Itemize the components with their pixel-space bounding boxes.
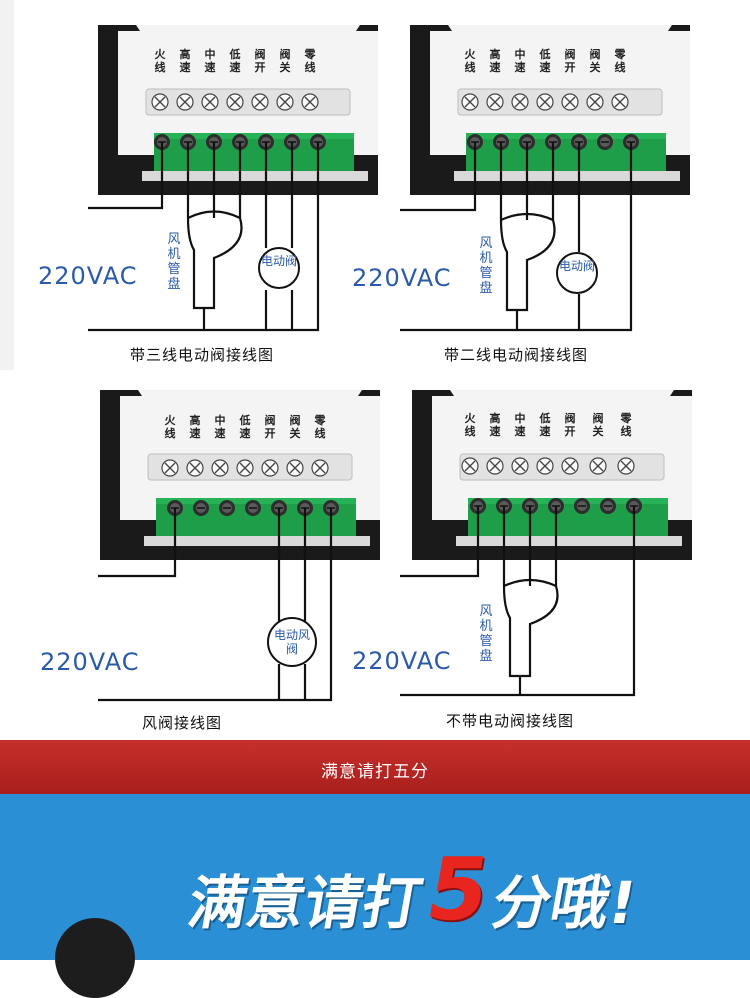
panel-2-voltage-label: 220VAC [352,264,452,292]
terminal-label-valve-open: 阀开 [254,48,266,74]
terminal-label-valve-close: 阀关 [592,412,604,438]
panel-4-voltage-label: 220VAC [352,647,452,675]
wiring-diagrams [88,24,693,702]
panel-4-diagram [400,389,693,697]
terminal-label-low: 低速 [539,412,551,438]
panel-3-caption: 风阀接线图 [142,714,223,732]
panel-2-fan-coil-label: 风机管盘 [479,236,493,296]
terminal-label-mid: 中速 [514,412,526,438]
terminal-label-neutral: 零线 [314,414,326,440]
slogan: 满意请打5分哦! [183,840,641,940]
slogan-number: 5 [419,840,497,940]
panel-3-diagram [98,389,381,702]
terminal-label-valve-close: 阀关 [279,48,291,74]
terminal-label-neutral: 零线 [620,412,632,438]
terminal-label-neutral: 零线 [614,48,626,74]
panel-2-diagram [400,24,691,332]
terminal-label-low: 低速 [539,48,551,74]
terminal-label-high: 高速 [489,412,501,438]
terminal-label-high: 高速 [189,414,201,440]
terminal-label-valve-close: 阀关 [289,414,301,440]
terminal-label-valve-open: 阀开 [564,48,576,74]
terminal-label-live: 火线 [464,48,476,74]
terminal-label-low: 低速 [229,48,241,74]
panel-1-voltage-label: 220VAC [38,262,138,290]
panel-1-fan-coil-label: 风机管盘 [167,232,181,292]
panel-4-fan-coil-label: 风机管盘 [479,604,493,664]
terminal-label-live: 火线 [154,48,166,74]
terminal-label-valve-open: 阀开 [264,414,276,440]
slogan-part-2: 分哦! [486,869,642,937]
terminal-label-mid: 中速 [214,414,226,440]
terminal-label-high: 高速 [489,48,501,74]
terminal-label-valve-open: 阀开 [564,412,576,438]
terminal-label-low: 低速 [239,414,251,440]
panel-2-valve-label: 电动阀 [558,259,595,273]
panel-3-valve-label: 电动风阀 [273,628,310,656]
panel-1-diagram [88,24,379,332]
panel-1-caption: 带三线电动阀接线图 [130,346,275,364]
terminal-label-neutral: 零线 [304,48,316,74]
terminal-label-valve-close: 阀关 [589,48,601,74]
terminal-label-live: 火线 [164,414,176,440]
panel-2-caption: 带二线电动阀接线图 [444,346,589,364]
panel-1-valve-label: 电动阀 [260,254,297,268]
panel-4-caption: 不带电动阀接线图 [446,712,575,730]
mascot-head [55,918,135,998]
slogan-part-1: 满意请打 [183,869,428,937]
panel-3-voltage-label: 220VAC [40,648,140,676]
terminal-label-live: 火线 [464,412,476,438]
terminal-label-mid: 中速 [204,48,216,74]
left-edge-strip [0,0,14,370]
terminal-label-mid: 中速 [514,48,526,74]
rating-banner-text: 满意请打五分 [321,762,429,782]
terminal-label-high: 高速 [179,48,191,74]
rating-banner [0,740,750,794]
